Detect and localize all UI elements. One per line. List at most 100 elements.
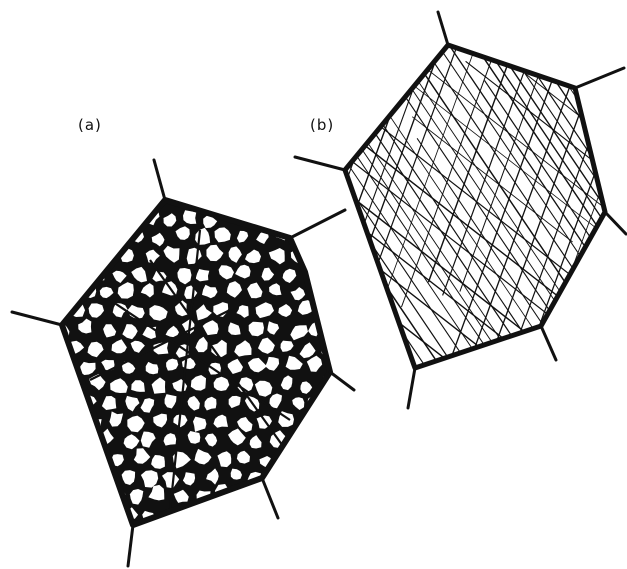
panel-a-cell-blob — [97, 471, 113, 488]
panel-a-cell-blob — [92, 490, 104, 503]
panel-a-cell-blob — [82, 510, 95, 522]
panel-b-pattern-line — [319, 260, 455, 367]
panel-a-cell-blob — [103, 509, 117, 521]
panel-b-pattern-line — [556, 0, 627, 266]
panel-a: (a) — [12, 116, 354, 566]
panel-a-cell-blob — [48, 268, 61, 280]
panel-b-pattern-line — [597, 69, 627, 539]
panel-b-pattern-line — [322, 112, 627, 381]
panel-a-cell-blob — [54, 362, 72, 377]
panel-a-cell-blob — [322, 229, 337, 242]
panel-a-stub-left — [12, 312, 62, 325]
panel-a-cell-blob — [52, 339, 65, 351]
panel-a-stub-bottom — [128, 525, 133, 566]
panel-a-cell-blob — [322, 197, 334, 208]
panel-a-stub-lower-right — [262, 478, 278, 518]
panel-a-cell-blob — [58, 210, 73, 224]
panel-a-cell-blob — [71, 229, 83, 241]
panel-a-stub-top — [154, 160, 165, 200]
panel-a-cell-blob — [291, 467, 305, 481]
panel-a-cell-blob — [88, 454, 103, 468]
panel-a-cell-blob — [310, 247, 324, 262]
panel-a-cell-blob — [236, 488, 255, 504]
panel-a-cell-blob — [113, 196, 127, 210]
panel-b-pattern-line — [395, 47, 627, 407]
panel-b-stub-lower-right — [541, 326, 556, 360]
panel-a-cell-blob — [93, 231, 107, 245]
panel-a-cell-blob — [321, 305, 334, 319]
panel-a-cell-blob — [269, 214, 280, 226]
panel-b-pattern-line — [408, 81, 627, 346]
panel-a-cell-blob — [66, 192, 82, 208]
panel-a-cell-blob — [333, 511, 348, 524]
panel-b-pattern-line — [323, 21, 485, 465]
panel-a-cell-blob — [133, 194, 147, 207]
panel-a-cell-blob — [153, 526, 170, 542]
panel-a-cell-blob — [112, 526, 127, 542]
panel-a-cell-blob — [288, 208, 301, 224]
panel-a-cell-blob — [48, 487, 65, 502]
panel-a-cell-blob — [68, 527, 82, 542]
panel-a-cell-blob — [312, 509, 325, 523]
panel-a-cell-blob — [171, 527, 186, 543]
panel-a-cell-blob — [334, 470, 347, 481]
panel-b-pattern-line — [330, 0, 467, 350]
panel-a-cell-blob — [60, 433, 75, 447]
panel-b-pattern-line — [492, 25, 627, 378]
panel-b-pattern-line — [309, 0, 420, 285]
panel-a-cell-blob — [331, 285, 346, 300]
panel-b-pattern-line — [428, 41, 516, 282]
panel-b-stub-left — [295, 157, 345, 170]
panel-a-cell-blob — [215, 526, 234, 540]
panel-a-cell-blob — [49, 227, 64, 241]
panel-a-cell-blob — [43, 194, 58, 210]
panel-b-pattern-line — [615, 44, 627, 396]
panel-a-cell-blob — [299, 455, 315, 468]
panel-b-pattern-line — [508, 150, 627, 560]
panel-a-cell-blob — [81, 471, 94, 484]
panel-a-cell-blob — [277, 525, 292, 537]
panel-a-cell-blob — [58, 246, 72, 262]
panel-a-cell-blob — [206, 505, 220, 522]
panel-a-cell — [43, 189, 348, 544]
panel-a-cell-blob — [250, 509, 265, 523]
panel-b-pattern-line — [314, 159, 541, 496]
panel-a-cell-blob — [56, 397, 73, 411]
panel-a-cell-blob — [323, 491, 338, 506]
panel-a-cell-blob — [69, 450, 87, 466]
panel-a-cell-blob — [80, 434, 93, 450]
panel-b-label: (b) — [310, 116, 334, 134]
panel-a-cell-blob — [279, 190, 296, 206]
panel-b-pattern-line — [528, 0, 627, 546]
panel-a-cell-blob — [296, 528, 314, 541]
panel-a-cell-blob — [61, 472, 73, 486]
panel-a-cell-blob — [258, 195, 270, 209]
panel-a-cell-blob — [320, 457, 331, 468]
panel-a-cell-blob — [213, 192, 226, 207]
panel-a-cell-blob — [308, 436, 320, 450]
panel-a-cell-blob — [81, 212, 95, 226]
panel-a-cell-blob — [278, 488, 295, 504]
panel-a-cell-blob — [318, 522, 334, 538]
panel-a-cell-blob — [55, 508, 70, 525]
panel-a-cell-blob — [50, 528, 66, 544]
panel-b-pattern-line — [505, 0, 627, 350]
panel-a-cell-blob — [108, 231, 122, 246]
panel-a-cell-blob — [47, 378, 62, 390]
panel-b-pattern-line — [372, 129, 553, 397]
panel-a-cell-blob — [235, 523, 250, 538]
panel-a-cell-blob — [87, 527, 102, 542]
panel-a-cell-blob — [320, 265, 335, 278]
panel-a-cell-blob — [236, 195, 254, 209]
panel-a-cell-blob — [69, 486, 84, 504]
panel-a-cell-blob — [101, 213, 117, 228]
panel-a-cell-blob — [63, 285, 74, 297]
panel-a-cell-blob — [308, 470, 320, 481]
panel-a-stub-upper-right — [290, 210, 345, 238]
panel-a-cell-blob — [333, 400, 347, 414]
panel-a-cell-blob — [78, 250, 93, 262]
panel-a-cell-blob — [298, 487, 315, 503]
panel-a-cell-blob — [69, 416, 80, 431]
panel-b-pattern-line — [472, 0, 627, 206]
panel-b-pattern-line — [387, 0, 627, 360]
